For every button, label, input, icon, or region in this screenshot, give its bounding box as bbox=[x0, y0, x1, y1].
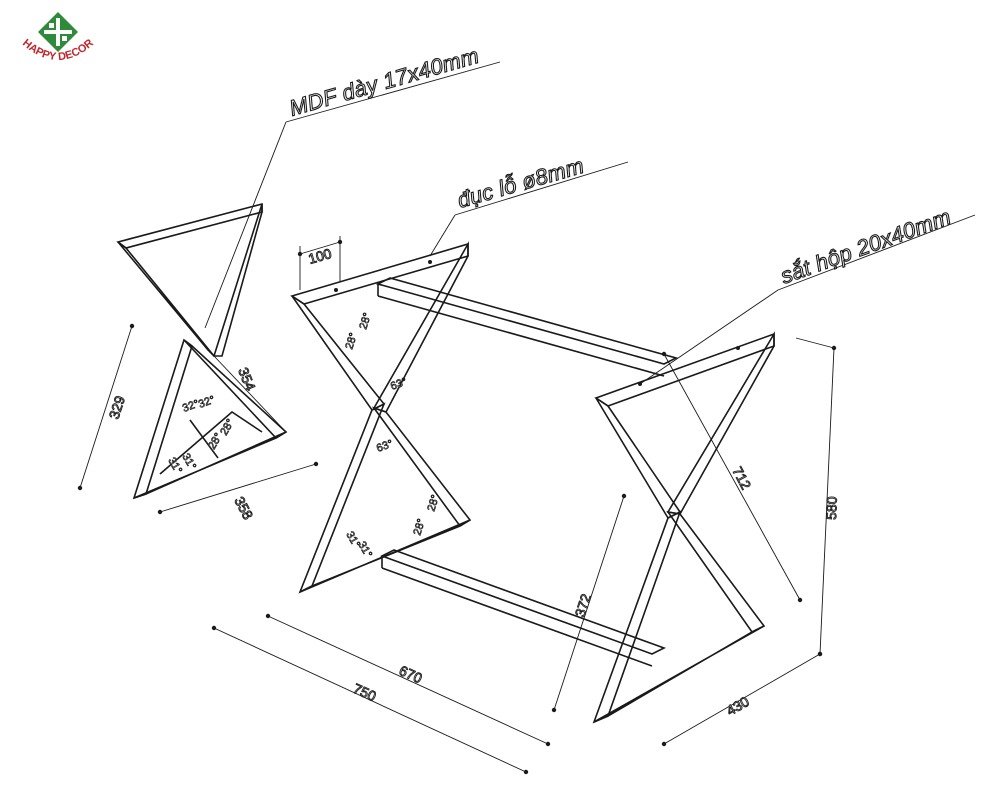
callout-steel-tube: sắt hộp 20x40mm bbox=[777, 204, 954, 289]
angle-label: 28° bbox=[411, 517, 428, 537]
side-dim-base: 358 bbox=[231, 494, 256, 522]
side-angle-label: 28° bbox=[218, 417, 237, 437]
side-view-frame bbox=[116, 202, 288, 500]
callout-leaders bbox=[204, 61, 976, 385]
angle-label: 63° bbox=[375, 438, 395, 455]
main-frame bbox=[290, 240, 775, 724]
dim-height: 580 bbox=[823, 496, 840, 520]
logo-mark-icon bbox=[38, 12, 78, 52]
callout-drill-hole: đục lỗ ø8mm bbox=[454, 153, 586, 213]
dim-inner-height: 372 bbox=[572, 592, 595, 619]
angle-label: 63° bbox=[389, 376, 409, 393]
main-dimensions bbox=[211, 236, 837, 775]
side-view-dimensions bbox=[77, 323, 319, 515]
logo: HAPPY DECOR bbox=[20, 12, 96, 63]
angle-label: 28° bbox=[343, 331, 360, 351]
side-dim-height: 329 bbox=[106, 394, 129, 421]
dim-inner-length: 670 bbox=[397, 662, 425, 686]
side-angle-label: 32° bbox=[197, 394, 217, 411]
callout-mdf: MDF dày 17x40mm bbox=[286, 43, 481, 121]
angle-label: 28° bbox=[357, 311, 374, 331]
dim-outer-length: 750 bbox=[351, 680, 379, 704]
side-angle-label: 32° bbox=[181, 398, 201, 415]
angle-label: 28° bbox=[425, 493, 442, 513]
dim-diagonal: 712 bbox=[729, 464, 754, 492]
dim-depth: 430 bbox=[724, 693, 752, 719]
dim-hole-spacing: 100 bbox=[306, 245, 333, 267]
